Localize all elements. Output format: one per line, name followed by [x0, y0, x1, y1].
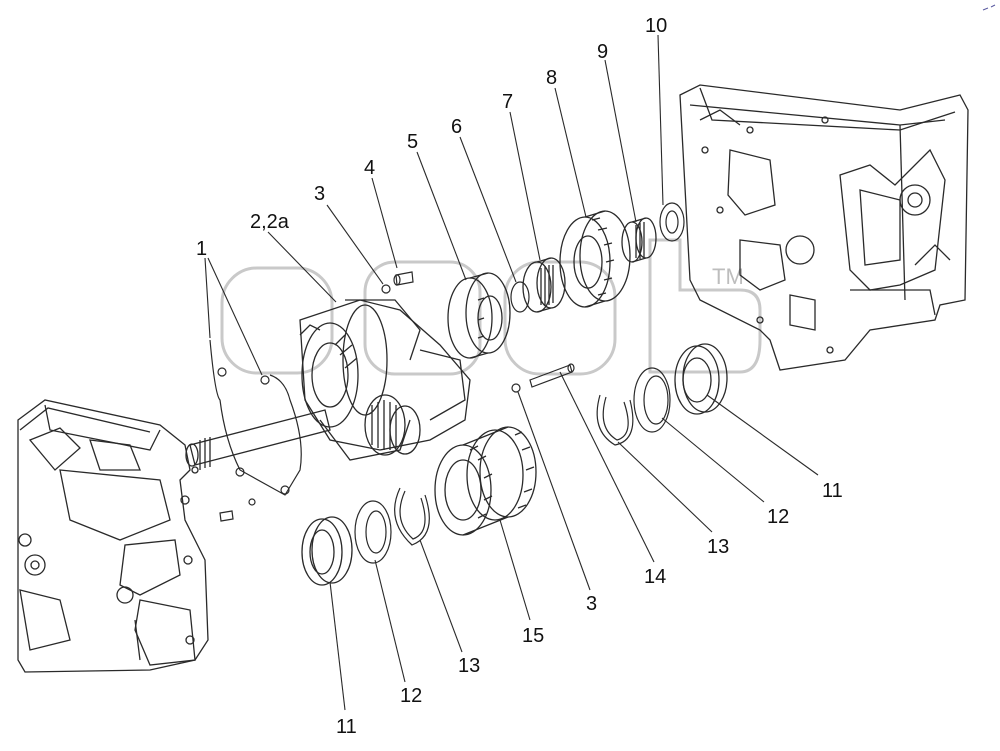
leader-lines: [204, 34, 819, 711]
callout-13-left: 13: [458, 655, 480, 677]
small-pins-left: [219, 498, 256, 522]
callout-8: 8: [546, 67, 557, 89]
corner-mark: [982, 4, 996, 11]
circlip-13-right: [596, 394, 634, 446]
watermark-tm: TM: [712, 264, 744, 289]
right-housing: [679, 84, 969, 371]
callout-7: 7: [502, 91, 513, 113]
callout-1: 1: [196, 238, 207, 260]
callout-13-right: 13: [707, 536, 729, 558]
callout-15: 15: [522, 625, 544, 647]
circlip-13-left: [394, 487, 430, 546]
callout-5: 5: [407, 131, 418, 153]
watermark-letter-1: [220, 266, 334, 375]
washer-10: [659, 202, 685, 242]
callout-4: 4: [364, 157, 375, 179]
callout-3-bottom: 3: [586, 593, 597, 615]
ring-6: [510, 281, 530, 313]
callout-14: 14: [644, 566, 666, 588]
hub-5: [447, 272, 511, 359]
callout-11-left: 11: [336, 716, 357, 738]
bearing-7: [522, 257, 566, 313]
washer-12-right: [633, 367, 671, 433]
shaft-assembly: [185, 299, 471, 470]
washer-12-left: [354, 500, 392, 564]
gear-8: [559, 210, 631, 308]
callout-12-left: 12: [400, 685, 422, 707]
callout-6: 6: [451, 116, 462, 138]
callout-12-right: 12: [767, 506, 789, 528]
bearing-9: [621, 217, 657, 263]
gear-15: [434, 426, 537, 536]
watermark-letter-4: [648, 238, 762, 374]
ball-3-top: [381, 284, 391, 294]
watermark-letter-2: [363, 260, 482, 376]
callout-10: 10: [645, 15, 667, 37]
left-housing: [17, 399, 209, 673]
bearing-11-right: [674, 343, 728, 415]
pin-4: [393, 271, 414, 286]
ball-3-bottom: [511, 383, 521, 393]
callout-9: 9: [597, 41, 608, 63]
callout-11-right: 11: [822, 480, 843, 502]
gasket-part: [209, 339, 302, 496]
callout-labels: 1 2,2а 3 4 5 6 7 8 9 10 11 12 13 14 3 15…: [196, 15, 843, 738]
callout-2-2a: 2,2а: [250, 211, 290, 233]
callout-3-top: 3: [314, 183, 325, 205]
watermark: TM: [220, 238, 762, 376]
bearing-11-left: [301, 516, 353, 586]
rod-14: [529, 363, 575, 388]
